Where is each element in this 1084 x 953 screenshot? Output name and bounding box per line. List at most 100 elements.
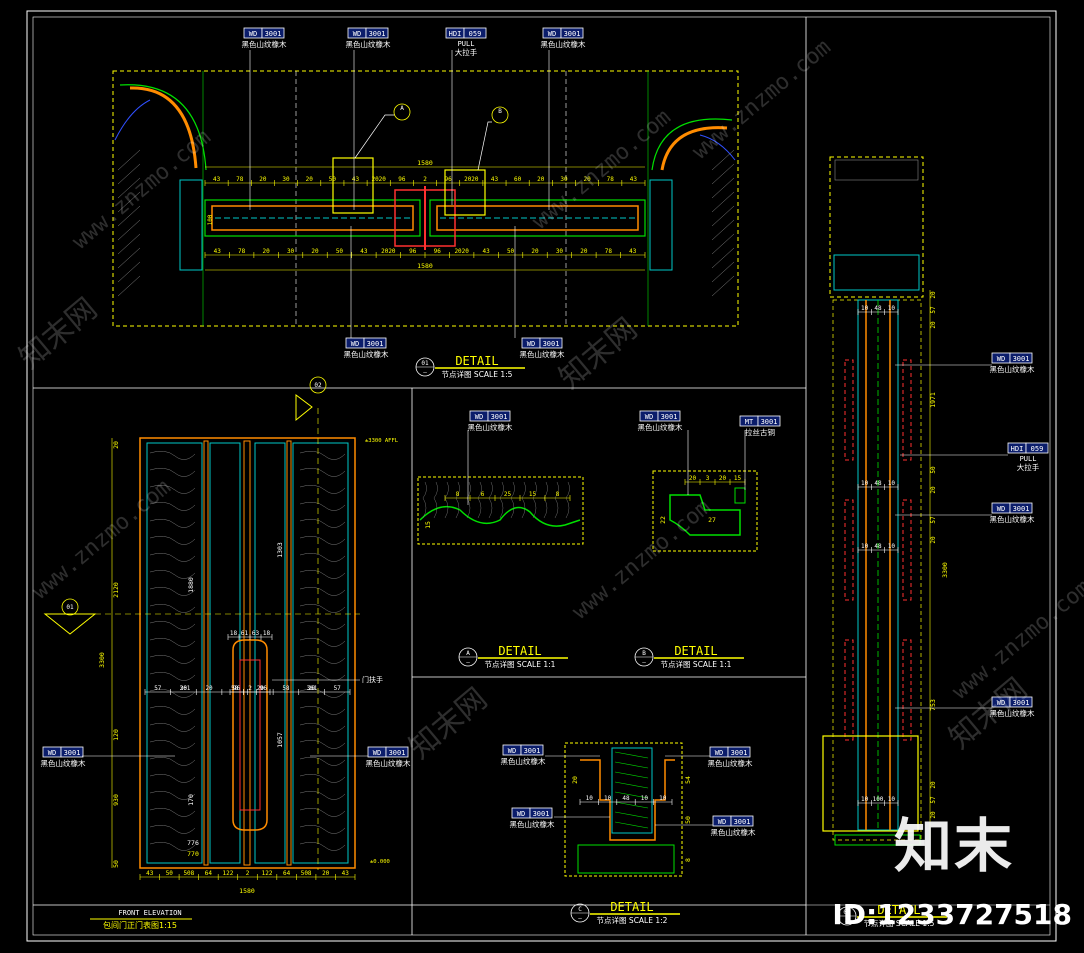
detail-b-trim [734, 487, 746, 504]
dim-text: 122 [223, 870, 234, 877]
grain [433, 481, 438, 519]
dim-text: 30 [556, 248, 564, 255]
detail-b-frame [652, 470, 758, 552]
detail-c-side: 8 [684, 858, 692, 862]
tag-num-box [60, 746, 84, 758]
tag-num: 3001 [731, 749, 748, 757]
title-subtitle: 节点详图 SCALE 1:1 [485, 659, 556, 669]
dim-text: 20 [262, 248, 270, 255]
wood-grain [149, 756, 196, 766]
section-marker-top [295, 394, 313, 422]
tag-text: 黑色山纹橡木 [711, 827, 756, 837]
tag-code: WD [351, 340, 359, 348]
wood-grain [149, 450, 196, 460]
dim-text: 10 [888, 543, 896, 550]
wood-grain [149, 688, 196, 698]
hatch [711, 163, 735, 185]
hatch [711, 191, 735, 213]
tag-code: WD [353, 30, 361, 38]
dim-text: 2020 [454, 248, 469, 255]
elev-inner-dim: 1057 [276, 732, 284, 748]
dim-text: 15 [734, 475, 742, 482]
elev-inner-dim: 170 [187, 794, 195, 806]
wood-grain [149, 518, 196, 528]
dim-text: 2 [246, 870, 250, 877]
hatch [711, 233, 735, 255]
dim-text: 60 [514, 176, 522, 183]
tag-code: WD [517, 810, 525, 818]
dim-text: 508 [301, 870, 312, 877]
section-leaf-frame [832, 299, 922, 841]
title-dash: – [845, 918, 849, 925]
title-text: DETAIL [610, 900, 653, 914]
elev-inner-dim: 776 [187, 839, 199, 847]
tag-code: WD [715, 749, 723, 757]
tag-code: WD [997, 699, 1005, 707]
dim-text: 20 [583, 176, 591, 183]
dim-text: 43 [491, 176, 499, 183]
image-id: ID:1233727518 [832, 898, 1072, 931]
tag-code: WD [48, 749, 56, 757]
core-hatch [614, 771, 649, 779]
wood-grain [149, 739, 196, 749]
detail-c-side: 50 [684, 816, 692, 824]
callout-a-bubble [393, 103, 411, 121]
callout-b-bubble [491, 106, 509, 124]
dim-text: 20 [322, 870, 330, 877]
dim-text: 58 [282, 685, 290, 692]
wood-grain [149, 790, 196, 800]
wood-grain [299, 467, 346, 477]
dim-text: 10 [861, 543, 869, 550]
wood-grain [149, 722, 196, 732]
callout-a-box [332, 157, 374, 214]
outer-border [26, 10, 1057, 942]
dim-text: 96 [260, 685, 268, 692]
callout-c-box [822, 735, 919, 832]
wood-grain [299, 790, 346, 800]
tag-num: 3001 [389, 749, 406, 757]
section-dim-small: 20 [930, 781, 937, 789]
dim-text: 50 [166, 870, 174, 877]
tag-num-box [529, 807, 553, 819]
tag-num: 059 [469, 30, 482, 38]
section-marker-left [43, 613, 97, 635]
grain [565, 481, 570, 519]
hatch [711, 261, 735, 283]
section-head-frame [829, 156, 924, 298]
dim-text: 30 [287, 248, 295, 255]
wood-grain [299, 654, 346, 664]
tag-num-box [727, 746, 751, 758]
dim-text: 96 [445, 176, 453, 183]
elev-dim-text: 930 [112, 794, 120, 806]
tag-num: 3001 [1013, 699, 1030, 707]
dim-text: 2020 [381, 248, 396, 255]
tag-num-box [1009, 502, 1033, 514]
section-panel-r [902, 639, 912, 741]
hatch [117, 177, 141, 199]
hatch [117, 191, 141, 213]
hatch [711, 149, 735, 171]
tag-num-box [757, 415, 781, 427]
wood-grain [299, 722, 346, 732]
grain [499, 481, 504, 519]
section-dim: 1971 [929, 392, 937, 408]
dim-text: 10 [641, 795, 649, 802]
tag-num: 3001 [369, 30, 386, 38]
tag-num: 3001 [761, 418, 778, 426]
section-dim-small: 20 [930, 291, 937, 299]
dim-text: 508 [183, 870, 194, 877]
detail-b-profile [669, 494, 741, 536]
core-hatch [614, 751, 649, 759]
dim-text: 50 [507, 248, 515, 255]
hatch [117, 247, 141, 269]
title-dash: – [578, 915, 582, 922]
